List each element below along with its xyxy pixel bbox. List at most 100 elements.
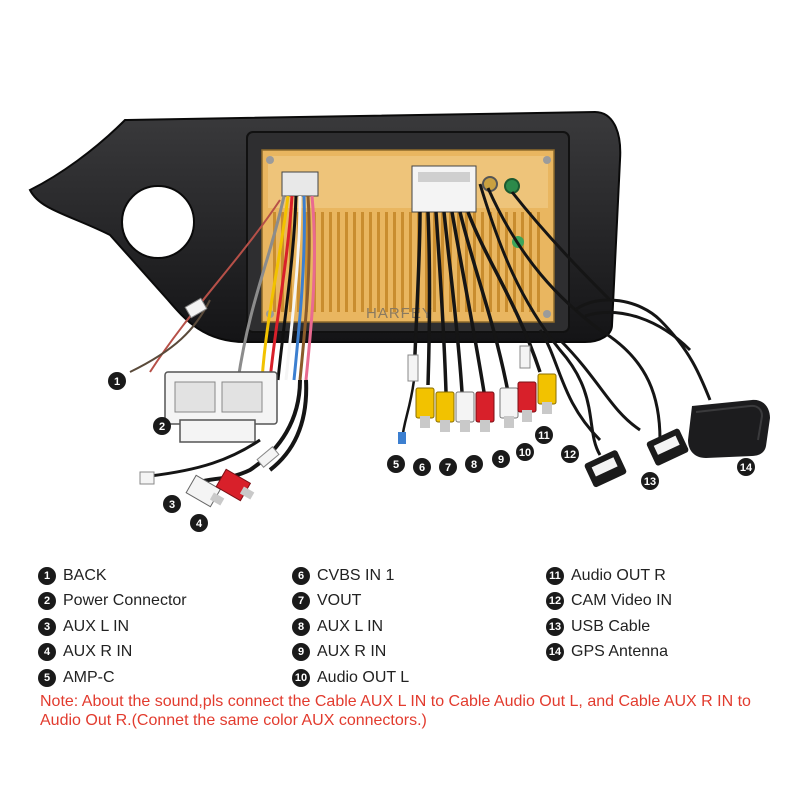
av-socket-pins <box>418 172 470 182</box>
callout-5: 5 <box>387 455 405 473</box>
rca-plug-aux-r-in <box>475 391 495 432</box>
wiring-diagram: HARFEY <box>28 110 770 532</box>
legend-badge: 12 <box>546 592 564 611</box>
legend-badge: 10 <box>292 668 310 687</box>
svg-text:7: 7 <box>445 462 451 474</box>
rca-plug-cvbs-in-1 <box>415 387 435 428</box>
power-harness-wires <box>149 195 316 381</box>
legend-item: 6 CVBS IN 1 <box>292 563 409 589</box>
bezel-hole <box>121 185 195 259</box>
legend-label: AUX L IN <box>317 617 384 635</box>
gps-socket <box>504 178 520 194</box>
callout-9: 9 <box>492 450 510 468</box>
callout-14: 14 <box>737 458 755 476</box>
power-connector <box>164 371 278 443</box>
callout-2: 2 <box>153 417 171 435</box>
svg-text:4: 4 <box>196 518 203 530</box>
legend-item: 5 AMP-C <box>38 665 187 691</box>
legend-item: 11 Audio OUT R <box>546 563 672 589</box>
usb-cables <box>478 183 662 456</box>
legend-badge: 4 <box>38 643 56 662</box>
legend-badge: 5 <box>38 668 56 687</box>
svg-text:2: 2 <box>159 421 165 433</box>
legend-label: Audio OUT R <box>571 566 666 584</box>
svg-text:11: 11 <box>538 430 550 442</box>
screw <box>266 156 274 164</box>
usb-plug-2 <box>646 428 689 466</box>
legend-label: AUX L IN <box>63 617 130 635</box>
callout-4: 4 <box>190 514 208 532</box>
callout-7: 7 <box>439 458 457 476</box>
svg-text:3: 3 <box>169 499 175 511</box>
legend-label: CVBS IN 1 <box>317 566 395 584</box>
legend-badge: 11 <box>546 566 564 585</box>
legend-badge: 3 <box>38 617 56 636</box>
power-socket <box>281 171 319 197</box>
svg-text:14: 14 <box>740 462 753 474</box>
svg-text:13: 13 <box>644 476 656 488</box>
screw <box>543 310 551 318</box>
amp-c-cable <box>400 379 416 441</box>
svg-text:6: 6 <box>419 462 425 474</box>
legend-label: AUX R IN <box>63 643 133 661</box>
heatsink-grille <box>272 212 544 312</box>
legend-badge: 7 <box>292 592 310 611</box>
callout-8: 8 <box>465 455 483 473</box>
legend-label: AMP-C <box>63 668 115 686</box>
callout-11: 11 <box>535 426 553 444</box>
usb-plug-1 <box>584 450 627 488</box>
av-tag <box>407 354 419 382</box>
legend-item: 7 VOUT <box>292 589 409 615</box>
aux-tag <box>256 446 280 468</box>
aux-in-cables <box>149 379 309 484</box>
legend-badge: 14 <box>546 643 564 662</box>
small-plug <box>139 471 155 485</box>
legend-item: 8 AUX L IN <box>292 614 409 640</box>
legend-badge: 9 <box>292 643 310 662</box>
legend-label: AUX R IN <box>317 643 387 661</box>
svg-text:12: 12 <box>564 449 576 461</box>
screw <box>543 156 551 164</box>
legend-label: CAM Video IN <box>571 592 673 610</box>
legend-item: 3 AUX L IN <box>38 614 187 640</box>
av-cables <box>412 211 542 393</box>
svg-text:1: 1 <box>114 376 120 388</box>
svg-text:8: 8 <box>471 459 477 471</box>
legend-label: VOUT <box>317 592 362 610</box>
aux-r-in-plug <box>215 468 255 502</box>
svg-text:9: 9 <box>498 454 504 466</box>
legend-badge: 8 <box>292 617 310 636</box>
legend-label: Power Connector <box>63 592 187 610</box>
callout-13: 13 <box>641 472 659 490</box>
svg-text:5: 5 <box>393 459 399 471</box>
legend-label: USB Cable <box>571 617 651 635</box>
callout-3: 3 <box>163 495 181 513</box>
legend-item: 2 Power Connector <box>38 589 187 615</box>
gps-antenna-cable <box>510 191 712 401</box>
legend-badge: 13 <box>546 617 564 636</box>
legend-badge: 1 <box>38 566 56 585</box>
callout-12: 12 <box>561 445 579 463</box>
aux-l-in-plug <box>185 474 225 508</box>
amp-c-plug <box>398 432 406 444</box>
legend-badge: 2 <box>38 592 56 611</box>
gps-antenna <box>688 399 770 458</box>
legend-column-3: 11 Audio OUT R 12 CAM Video IN 13 USB Cable… <box>546 563 672 665</box>
legend-column-2: 6 CVBS IN 1 7 VOUT 8 AUX L IN 9 AUX R IN 10 A… <box>292 563 409 691</box>
legend-badge: 6 <box>292 566 310 585</box>
legend-item: 13 USB Cable <box>546 614 672 640</box>
callout-6: 6 <box>413 458 431 476</box>
legend-item: 9 AUX R IN <box>292 640 409 666</box>
legend-item: 4 AUX R IN <box>38 640 187 666</box>
av-tag <box>519 345 531 369</box>
callout-10: 10 <box>516 443 534 461</box>
wiring-note: Note: About the sound,pls connect the Ca… <box>40 693 751 729</box>
brand-watermark: HARFEY <box>366 305 433 322</box>
rca-plug-vout <box>435 391 455 432</box>
rca-plug-aux-l-in <box>455 391 475 432</box>
svg-text:10: 10 <box>519 447 531 459</box>
